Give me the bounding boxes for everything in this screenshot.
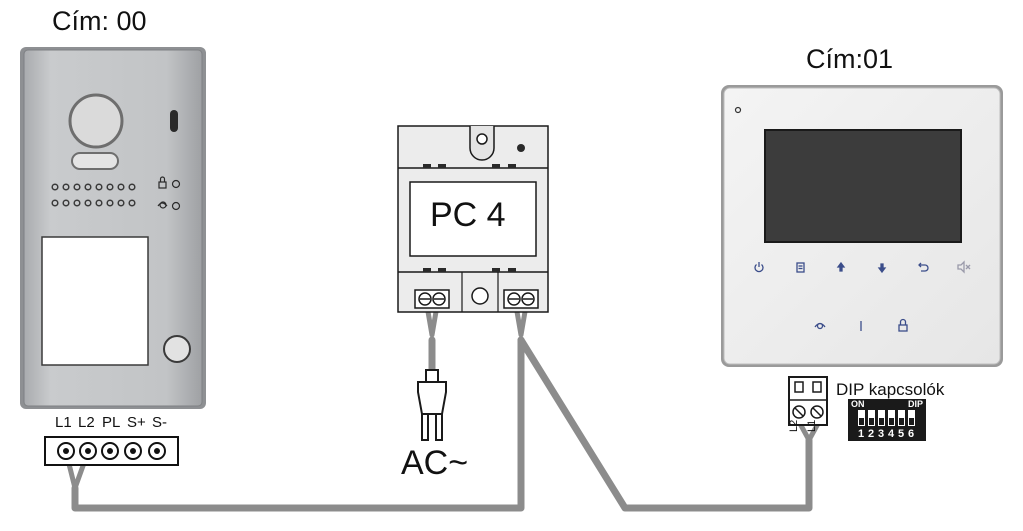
speaker-grille [51, 183, 136, 207]
mount-hole [476, 133, 488, 145]
document-icon [796, 262, 805, 273]
door-terminal-label-s-plus: S+ [127, 414, 146, 431]
monitor-terminal-label-l1: L1 [806, 419, 818, 432]
monitor-terminal-fork [795, 417, 823, 443]
dip-switch [848, 399, 926, 441]
dip-dip-label: DIP [908, 399, 924, 409]
bus-wire-door-to-psu [71, 336, 525, 512]
name-card-window [41, 236, 149, 366]
psu-output-terminals [503, 289, 539, 309]
psu-bottom-hole [471, 287, 489, 305]
monitor [721, 85, 1003, 367]
monitor-address: Cím:01 [806, 44, 894, 74]
call-button [163, 335, 191, 363]
bus-wire-psu-to-monitor [517, 336, 813, 512]
lock-status-icon [158, 176, 181, 189]
dip-number-5: 5 [898, 428, 905, 440]
psu-input-terminals [414, 289, 450, 309]
door-terminal-block [44, 436, 179, 466]
psu-model-label: PC 4 [430, 196, 506, 234]
door-station-address: Cím: 00 [52, 6, 147, 36]
door-station [20, 47, 206, 409]
monitor-screen [764, 129, 962, 243]
mute-icon [957, 260, 971, 274]
monitor-led [734, 106, 742, 114]
dip-number-4: 4 [888, 428, 895, 440]
dip-number-2: 2 [868, 428, 875, 440]
dip-number-3: 3 [878, 428, 885, 440]
call-status-icon [157, 201, 181, 211]
monitor-buttons [754, 260, 971, 332]
back-icon [918, 262, 929, 272]
psu-label-window [409, 181, 537, 257]
dip-number-6: 6 [908, 428, 915, 440]
door-terminal-label-l1: L1 [55, 414, 72, 431]
dip-number-1: 1 [858, 428, 865, 440]
monitor-terminal-label-l2: L2 [788, 419, 800, 432]
power-led [517, 144, 525, 152]
dip-switch-title: DIP kapcsolók [836, 380, 945, 399]
ac-input-label: AC~ [401, 444, 469, 482]
power-supply [397, 125, 549, 313]
mic-slot [170, 110, 178, 132]
arrow-up-icon [836, 261, 846, 272]
camera-led-bar [71, 152, 119, 170]
arrow-down-icon [877, 263, 887, 274]
door-terminal-label-pl: PL [102, 414, 121, 431]
power-icon [754, 262, 764, 273]
intercom-icon [814, 322, 826, 330]
dip-on-label: ON [851, 399, 865, 409]
monitor-terminal-block [788, 376, 828, 426]
unlock-icon [898, 318, 908, 332]
camera-lens [68, 93, 124, 149]
ac-plug-icon [417, 369, 447, 441]
door-terminal-label-s-minus: S- [152, 414, 167, 431]
door-terminal-label-l2: L2 [78, 414, 95, 431]
